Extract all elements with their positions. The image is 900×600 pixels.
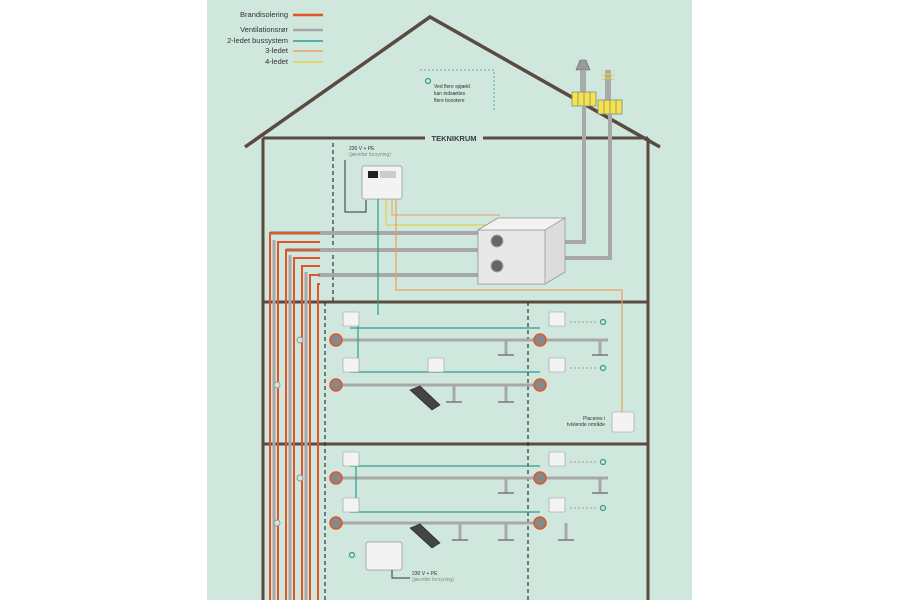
damper-motor-icon [329, 516, 343, 530]
controller-module-icon [342, 451, 360, 467]
roof-vent-icon [601, 73, 615, 81]
controller-module-icon [342, 497, 360, 513]
room-label-bg [425, 132, 483, 144]
power-bottom-line2: (jævnfør forsyning) [412, 577, 454, 583]
damper-motor-icon [329, 378, 343, 392]
controller-module-icon [548, 497, 566, 513]
legend-label-ventilationsror: Ventilationsrør [240, 25, 288, 34]
controller-module-icon [548, 451, 566, 467]
controller-module-icon [342, 357, 360, 373]
power-top-line1: 230 V + PE [349, 146, 375, 152]
damper-motor-icon [533, 471, 547, 485]
booster-fan-icon [409, 523, 441, 549]
floor-1-distribution: Placeres i tvivlende område [329, 311, 635, 433]
note-line-1: Ved flere spjæld [434, 84, 470, 90]
legend-label-brandisolering: Brandisolering [240, 10, 288, 19]
legend-label-3-ledet: 3-ledet [265, 46, 289, 55]
zone-boundaries [324, 143, 529, 600]
note-line-2: kan indsættes [434, 91, 466, 97]
roof-vents [571, 59, 623, 115]
note-line-3: flere boostere [434, 98, 465, 104]
roof-outer [243, 14, 661, 149]
legend: Brandisolering Ventilationsrør 2-ledet b… [227, 10, 323, 66]
floor-2-distribution: 230 V + PE (jævnfør forsyning) [329, 451, 608, 583]
damper-motor-icon [329, 471, 343, 485]
damper-motor-icon [533, 333, 547, 347]
damper-motor-icon [329, 333, 343, 347]
controller-module-icon [548, 357, 566, 373]
controller-module-icon [427, 357, 445, 373]
controller-module-icon [342, 311, 360, 327]
legend-label-4-ledet: 4-ledet [265, 57, 289, 66]
roof-cap-icon [575, 59, 591, 71]
controller-top: 230 V + PE (jævnfør forsyning) [344, 146, 623, 412]
controller-module-icon [548, 311, 566, 327]
damper-motor-icon [533, 378, 547, 392]
power-bottom-line1: 230 V + PE [412, 571, 438, 577]
thermostat-label-line1: Placeres i [583, 416, 605, 422]
damper-motor-icon [533, 516, 547, 530]
booster-note: Ved flere spjæld kan indsættes flere boo… [420, 69, 495, 110]
fire-insulation-risers [269, 232, 320, 600]
vertical-ducts [272, 240, 308, 600]
ventilation-unit [476, 217, 567, 285]
control-unit-icon [365, 541, 403, 571]
legend-label-2-ledet: 2-ledet bussystem [227, 36, 288, 45]
power-top-line2: (jævnfør forsyning) [349, 152, 391, 158]
control-unit-icon [361, 165, 403, 200]
booster-fan-icon [409, 385, 441, 411]
thermostat-label-line2: tvivlende område [567, 421, 605, 428]
room-label: TEKNIKRUM [432, 134, 477, 143]
sensor-icon [611, 411, 635, 433]
duct-joints [273, 336, 304, 527]
